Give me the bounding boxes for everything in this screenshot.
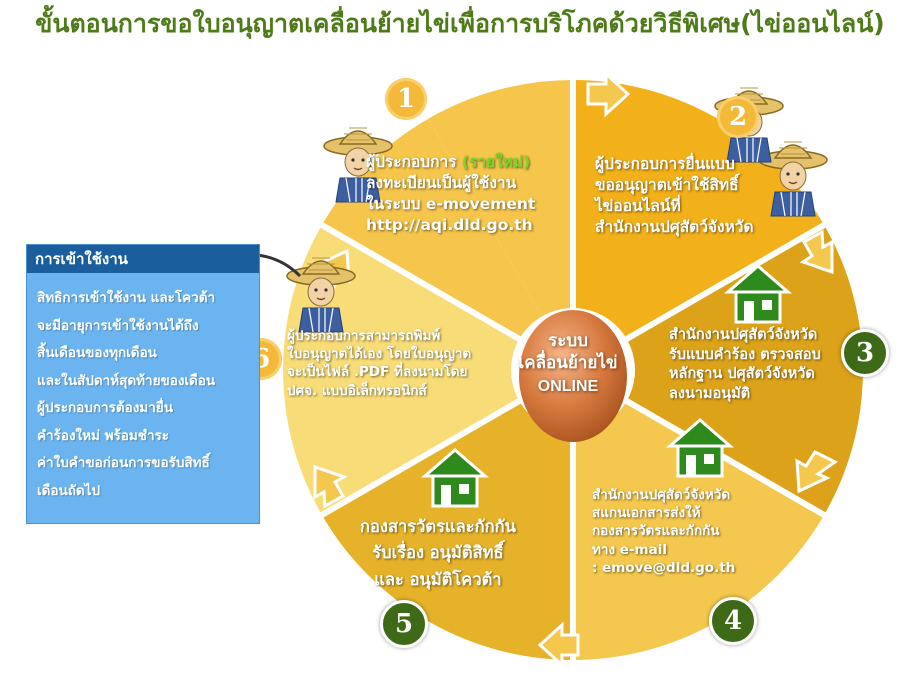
step-3-text: สำนักงานปศุสัตว์จังหวัด รับแบบคำร้อง ตรว… — [669, 327, 821, 402]
sector-3 — [573, 225, 863, 515]
page-title: ขั้นตอนการขอใบอนุญาตเคลื่อนย้ายไข่เพื่อก… — [35, 9, 885, 38]
sector-5 — [321, 370, 573, 660]
step-1-highlight: (รายใหม่) — [461, 153, 531, 171]
center-label: ระบบ เคลื่อนย้ายไข่ ONLINE — [518, 331, 618, 396]
step-1-number: 1 — [385, 78, 427, 120]
sector-6 — [283, 225, 573, 515]
step-6-text: ผู้ประกอบการสามารถพิมพ์ ใบอนุญาตได้เอง โ… — [287, 328, 472, 399]
step-2-number: 2 — [717, 96, 759, 138]
step-1-text: ผู้ประกอบการ (รายใหม่) ลงทะเบียนเป็นผู้ใ… — [366, 153, 536, 234]
usage-info-header: การเข้าใช้งาน — [27, 245, 259, 273]
sector-1 — [428, 80, 573, 370]
step-4-text: สำนักงานปศุสัตว์จังหวัด สแกนเอกสารส่งให้… — [592, 487, 736, 576]
step-3-number: 3 — [841, 329, 889, 377]
step-4-number: 4 — [709, 597, 757, 645]
step-5-number: 5 — [380, 600, 428, 648]
usage-info-body: สิทธิการเข้าใช้งาน และโควต้า จะมีอายุการ… — [37, 290, 216, 499]
sector-4 — [573, 370, 825, 660]
step-5-text: กองสารวัตรและกักกัน รับเรื่อง อนุมัติสิท… — [360, 517, 516, 589]
usage-info-box: การเข้าใช้งาน สิทธิการเข้าใช้งาน และโควต… — [26, 244, 260, 524]
step-2-text: ผู้ประกอบการยื่นแบบ ขออนุญาตเข้าใช้สิทธิ… — [595, 155, 754, 236]
egg-icon — [519, 310, 627, 442]
